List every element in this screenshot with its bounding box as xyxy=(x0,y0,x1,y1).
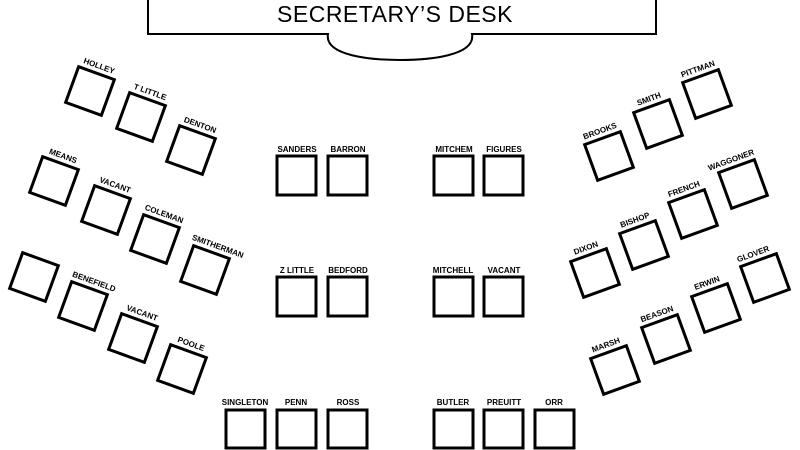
seat-box[interactable] xyxy=(7,250,61,304)
seat-box[interactable] xyxy=(716,157,770,211)
seat-means[interactable]: MEANS xyxy=(27,145,83,208)
seat-marsh[interactable]: MARSH xyxy=(587,334,642,397)
seat-box[interactable] xyxy=(588,343,642,397)
seat-preuitt[interactable]: PREUITT xyxy=(482,398,525,450)
seat-label: ROSS xyxy=(337,398,360,407)
seat-vacant-left-2[interactable]: VACANT xyxy=(106,302,162,365)
seat-brooks[interactable]: BROOKS xyxy=(581,120,636,183)
seat-bishop[interactable]: BISHOP xyxy=(616,209,671,272)
seat-singleton[interactable]: SINGLETON xyxy=(222,398,269,450)
seat-erwin[interactable]: ERWIN xyxy=(688,272,743,335)
seat-denton[interactable]: DENTON xyxy=(164,114,220,177)
seat-holley[interactable]: HOLLEY xyxy=(63,55,119,118)
seat-box[interactable] xyxy=(114,90,168,144)
seat-box[interactable] xyxy=(482,154,525,197)
seat-pittman[interactable]: PITTMAN xyxy=(679,58,734,121)
seat-box[interactable] xyxy=(639,312,693,366)
seat-sanders[interactable]: SANDERS xyxy=(275,145,318,197)
seat-box[interactable] xyxy=(533,408,576,450)
seat-label: FIGURES xyxy=(486,145,522,154)
seat-t-little[interactable]: T LITTLE xyxy=(114,81,170,144)
seat-box[interactable] xyxy=(27,154,81,208)
seat-label: MITCHEM xyxy=(435,145,473,154)
seat-glover[interactable]: GLOVER xyxy=(736,242,792,305)
seat-box[interactable] xyxy=(689,281,743,335)
seat-box[interactable] xyxy=(275,154,318,197)
seat-box[interactable] xyxy=(178,243,232,297)
seat-label: MITCHELL xyxy=(433,266,474,275)
seat-box[interactable] xyxy=(56,279,110,333)
secretarys-desk: SECRETARY’S DESK xyxy=(147,0,657,62)
seat-butler[interactable]: BUTLER xyxy=(432,398,475,450)
seat-label: ORR xyxy=(545,398,563,407)
seat-waggoner[interactable]: WAGGONER xyxy=(707,148,770,212)
seat-box[interactable] xyxy=(680,67,734,121)
seat-box[interactable] xyxy=(326,154,369,197)
seat-box[interactable] xyxy=(63,64,117,118)
seat-box[interactable] xyxy=(155,342,209,396)
seat-french[interactable]: FRENCH xyxy=(665,178,720,241)
seat-box[interactable] xyxy=(275,275,318,318)
seat-box[interactable] xyxy=(432,275,475,318)
seat-box[interactable] xyxy=(631,97,685,151)
seat-box[interactable] xyxy=(224,408,267,450)
seat-label: SANDERS xyxy=(277,145,317,154)
seat-box[interactable] xyxy=(106,311,160,365)
seat-vacant-center[interactable]: VACANT xyxy=(482,266,525,318)
seat-label: BARRON xyxy=(330,145,365,154)
seat-label: BEDFORD xyxy=(328,266,368,275)
seat-box[interactable] xyxy=(666,187,720,241)
seat-ross[interactable]: ROSS xyxy=(326,398,369,450)
seat-box[interactable] xyxy=(275,408,318,450)
seat-box[interactable] xyxy=(79,183,133,237)
seat-mitchell[interactable]: MITCHELL xyxy=(432,266,475,318)
seat-box[interactable] xyxy=(164,123,218,177)
seat-smith[interactable]: SMITH xyxy=(630,88,685,151)
seat-smitherman[interactable]: SMITHERMAN xyxy=(177,233,245,299)
seat-coleman[interactable]: COLEMAN xyxy=(128,203,185,266)
seat-label: BUTLER xyxy=(437,398,470,407)
seat-barron[interactable]: BARRON xyxy=(326,145,369,197)
seat-box[interactable] xyxy=(128,212,182,266)
seat-label: PENN xyxy=(285,398,307,407)
seat-box[interactable] xyxy=(482,275,525,318)
seat-dixon[interactable]: DIXON xyxy=(567,237,622,300)
seat-label: PREUITT xyxy=(487,398,521,407)
seat-box[interactable] xyxy=(432,408,475,450)
seat-penn[interactable]: PENN xyxy=(275,398,318,450)
seat-beason[interactable]: BEASON xyxy=(638,303,693,366)
seat-label: VACANT xyxy=(488,266,521,275)
seat-unlabeled[interactable] xyxy=(7,250,61,304)
seat-box[interactable] xyxy=(482,408,525,450)
seat-z-little[interactable]: Z LITTLE xyxy=(275,266,318,318)
seat-figures[interactable]: FIGURES xyxy=(482,145,525,197)
seat-box[interactable] xyxy=(738,251,792,305)
seat-box[interactable] xyxy=(432,154,475,197)
seat-vacant-left-1[interactable]: VACANT xyxy=(79,174,135,237)
seat-box[interactable] xyxy=(326,275,369,318)
seat-orr[interactable]: ORR xyxy=(533,398,576,450)
seat-label: Z LITTLE xyxy=(280,266,315,275)
seat-box[interactable] xyxy=(617,218,671,272)
seat-poole[interactable]: POOLE xyxy=(155,333,211,396)
seat-box[interactable] xyxy=(326,408,369,450)
secretarys-desk-title: SECRETARY’S DESK xyxy=(277,1,513,27)
seat-box[interactable] xyxy=(582,129,636,183)
seat-label: SINGLETON xyxy=(222,398,269,407)
seat-mitchem[interactable]: MITCHEM xyxy=(432,145,475,197)
seat-box[interactable] xyxy=(568,246,622,300)
seat-bedford[interactable]: BEDFORD xyxy=(326,266,369,318)
seat-benefield[interactable]: BENEFIELD xyxy=(56,270,117,333)
